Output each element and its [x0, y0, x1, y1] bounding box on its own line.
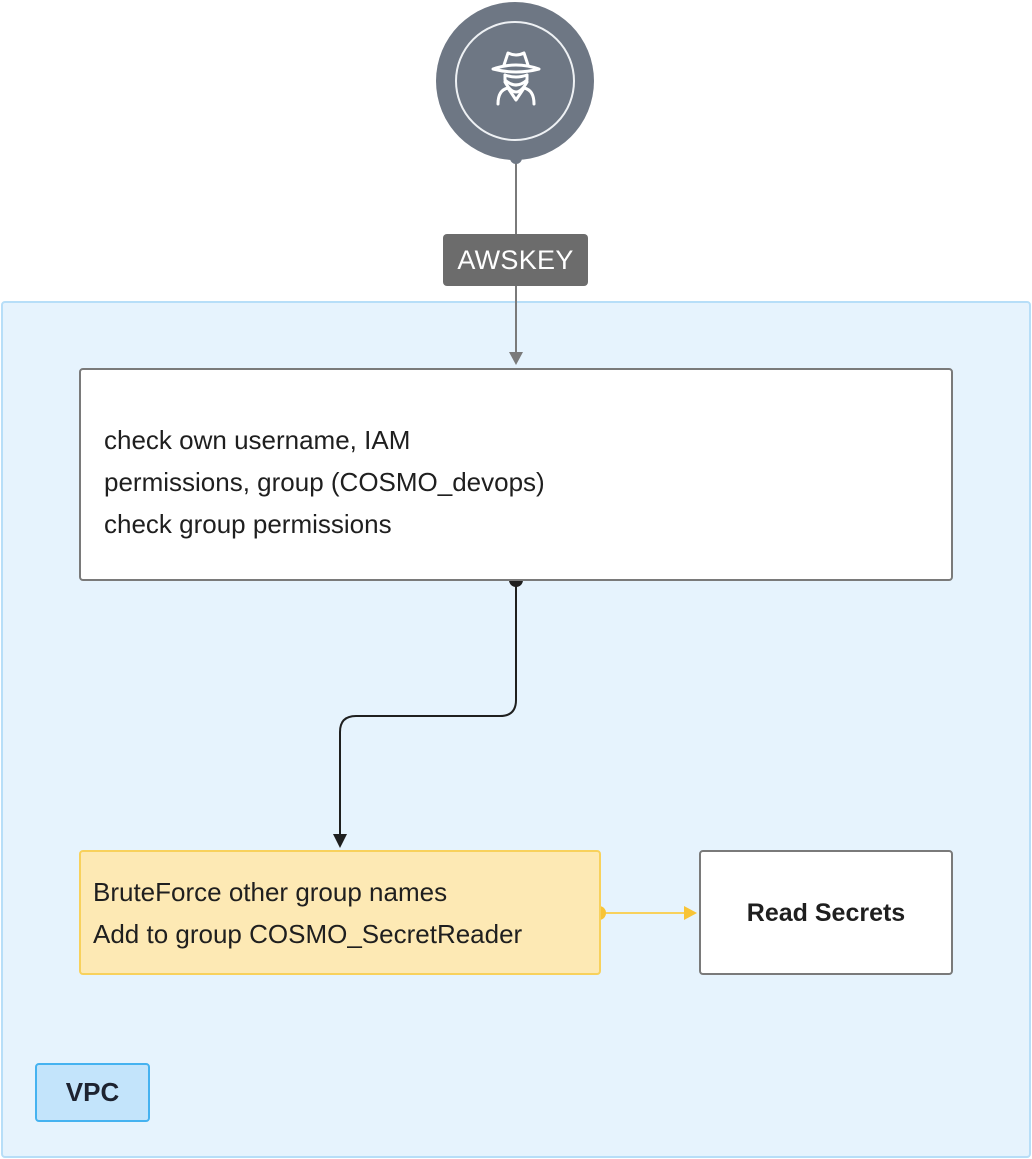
recon-step-box[interactable]: check own username, IAM permissions, gro…	[79, 368, 953, 581]
edge-label-awskey: AWSKEY	[443, 234, 588, 286]
bruteforce-step-line: Add to group COSMO_SecretReader	[93, 919, 523, 949]
vpc-label: VPC	[35, 1063, 150, 1122]
bruteforce-step-line: BruteForce other group names	[93, 877, 448, 907]
connector-arrowhead	[684, 906, 697, 920]
recon-step-line: check own username, IAM	[104, 425, 411, 455]
connector-arrowhead	[333, 834, 347, 848]
recon-step-line: permissions, group (COSMO_devops)	[104, 467, 545, 497]
threat-actor-ring	[455, 21, 575, 141]
read-secrets-box[interactable]: Read Secrets	[699, 850, 953, 975]
spy-icon	[491, 51, 541, 106]
read-secrets-label: Read Secrets	[746, 898, 906, 927]
recon-step-line: check group permissions	[104, 509, 392, 539]
connector-recon-to-brute	[339, 580, 517, 834]
connector-arrowhead	[509, 352, 523, 365]
bruteforce-step-box[interactable]: BruteForce other group names Add to grou…	[79, 850, 601, 975]
